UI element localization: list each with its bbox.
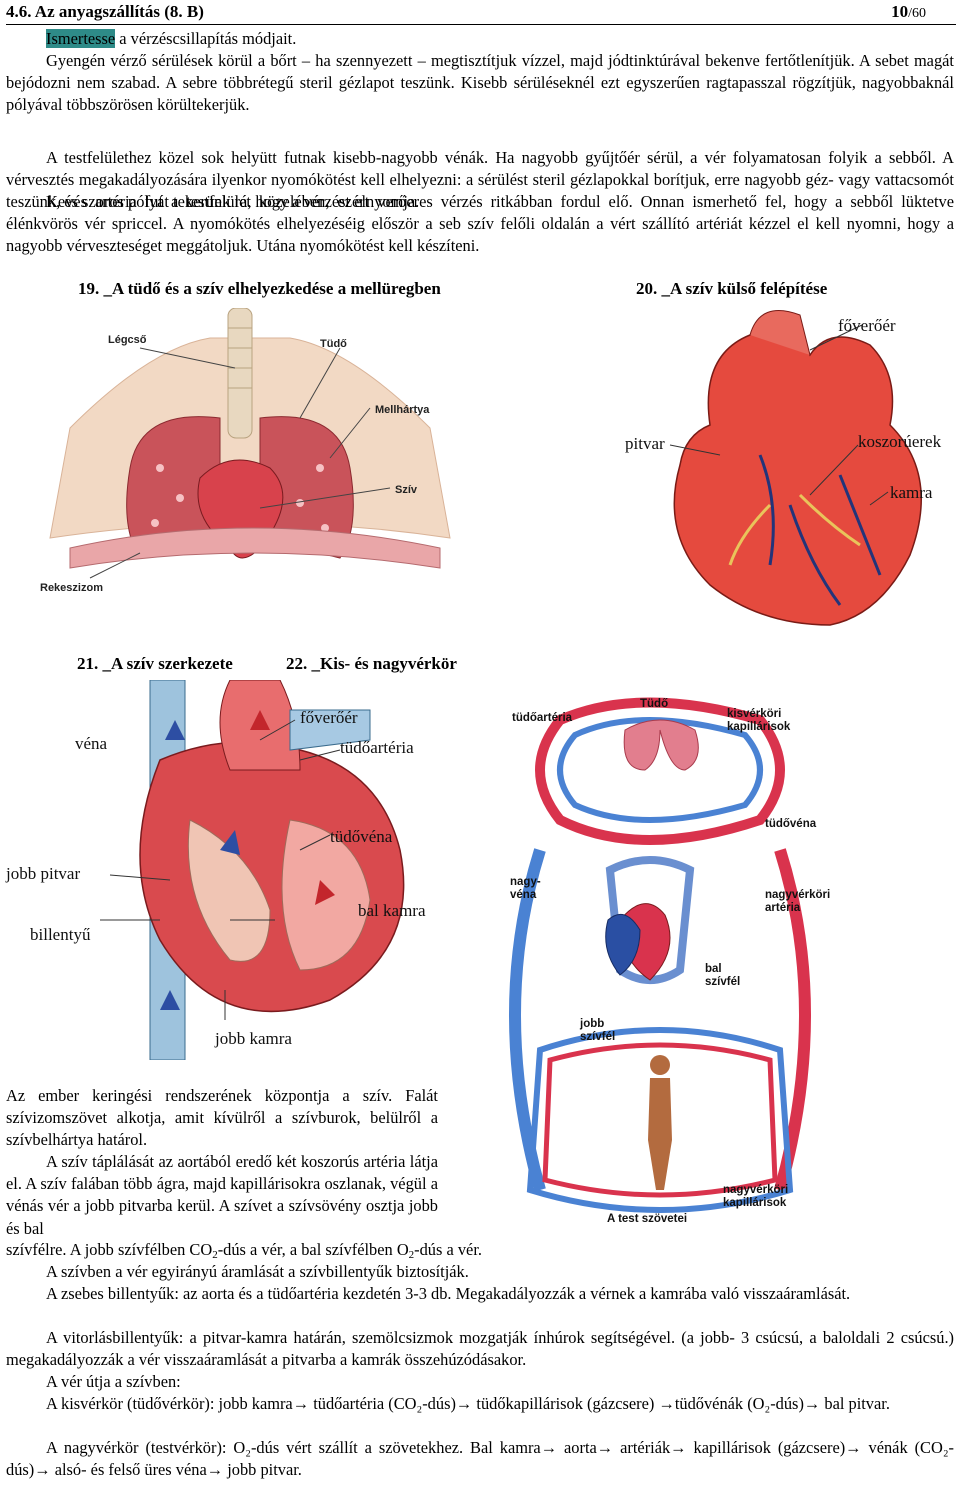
page-number: 10/60 — [891, 2, 926, 21]
figure-heart-exterior — [669, 310, 922, 626]
page-header: 4.6. Az anyagszállítás (8. B) 10/60 — [6, 0, 956, 25]
label-jobb-szivfel: jobb szívfél — [580, 1018, 616, 1043]
label-nagyvena: nagy-véna — [510, 876, 541, 901]
paragraph-4: Az ember keringési rendszerének központj… — [6, 1086, 438, 1150]
paragraph-8: A vitorlásbillentyűk: a pitvar-kamra hat… — [6, 1328, 954, 1370]
label-bal-kamra: bal kamra — [358, 901, 426, 920]
label-kamra: kamra — [890, 483, 933, 502]
paragraph-10: A kisvérkör (tüdővérkör): jobb kamra→ tü… — [46, 1394, 890, 1413]
label-jobb-kamra: jobb kamra — [215, 1029, 292, 1048]
header-title: 4.6. Az anyagszállítás (8. B) — [6, 2, 204, 21]
figure-heart-structure — [100, 680, 405, 1060]
caption-19: 19. _A tüdő és a szív elhelyezkedése a m… — [78, 279, 441, 298]
label-tudovena-22: tüdővéna — [765, 818, 817, 830]
label-pitvar: pitvar — [625, 434, 665, 453]
paragraph-6: A szívben a vér egyirányú áramlását a sz… — [46, 1262, 469, 1281]
label-kisverkori-kapillarisok: kisvérköri kapillárisok — [727, 708, 791, 733]
caption-21: 21. _A szív szerkezete — [77, 654, 233, 673]
label-bal-szivfel: bal szívfél — [705, 963, 741, 988]
label-tudo-22: Tüdő — [640, 698, 669, 710]
paragraph-2: A testfelülethez közel sok helyütt futna… — [6, 148, 954, 212]
label-tudovena-21: tüdővéna — [330, 827, 393, 846]
label-foverer: főverőér — [838, 316, 896, 335]
figure-lungs-heart — [49, 308, 451, 579]
caption-22: 22. _Kis- és nagyvérkör — [286, 654, 457, 673]
caption-20: 20. _A szív külső felépítése — [636, 279, 828, 298]
paragraph-szivfel: szívfélre. A jobb szívfélben CO2-dús a v… — [6, 1240, 482, 1261]
label-legcso: Légcső — [108, 334, 147, 346]
label-billentyu: billentyű — [30, 925, 91, 944]
paragraph-7: A zsebes billentyűk: az aorta és a tüdőa… — [46, 1284, 851, 1303]
paragraph-9: A vér útja a szívben: — [46, 1372, 181, 1391]
label-foverer-21: főverőér — [300, 708, 358, 727]
label-tudoarteria-22: tüdőartéria — [512, 712, 573, 724]
paragraph-1: Gyengén vérző sérülések körül a bőrt – h… — [6, 51, 954, 115]
figure-circulation — [509, 697, 811, 1213]
label-vena: véna — [75, 734, 108, 753]
label-nagyverkori-arteria: nagyvérköri artéria — [765, 889, 831, 914]
intro-line: Ismertesse a vérzéscsillapítás módjait. — [46, 29, 297, 48]
label-nagyverkori-kapillarisok: nagyvérköri kapillárisok — [723, 1184, 789, 1209]
label-koszoruerek: koszorúerek — [858, 432, 942, 451]
label-tudo: Tüdő — [320, 338, 347, 350]
paragraph-11: A nagyvérkör (testvérkör): O₂-dús vért s… — [6, 1438, 954, 1480]
label-mellhartya: Mellhártya — [375, 404, 430, 416]
label-sziv: Szív — [395, 484, 418, 496]
paragraph-3: Kevés artéria fut a testfelület közelébe… — [6, 192, 954, 256]
highlighted-word: Ismertesse — [46, 29, 116, 48]
paragraph-5: A szív táplálását az aortából eredő két … — [6, 1152, 438, 1238]
label-test-szovetei: A test szövetei — [607, 1213, 688, 1225]
label-tudoarteria-21: tüdőartéria — [340, 738, 414, 757]
label-rekeszizom: Rekeszizom — [40, 582, 103, 594]
label-jobb-pitvar: jobb pitvar — [6, 864, 81, 883]
